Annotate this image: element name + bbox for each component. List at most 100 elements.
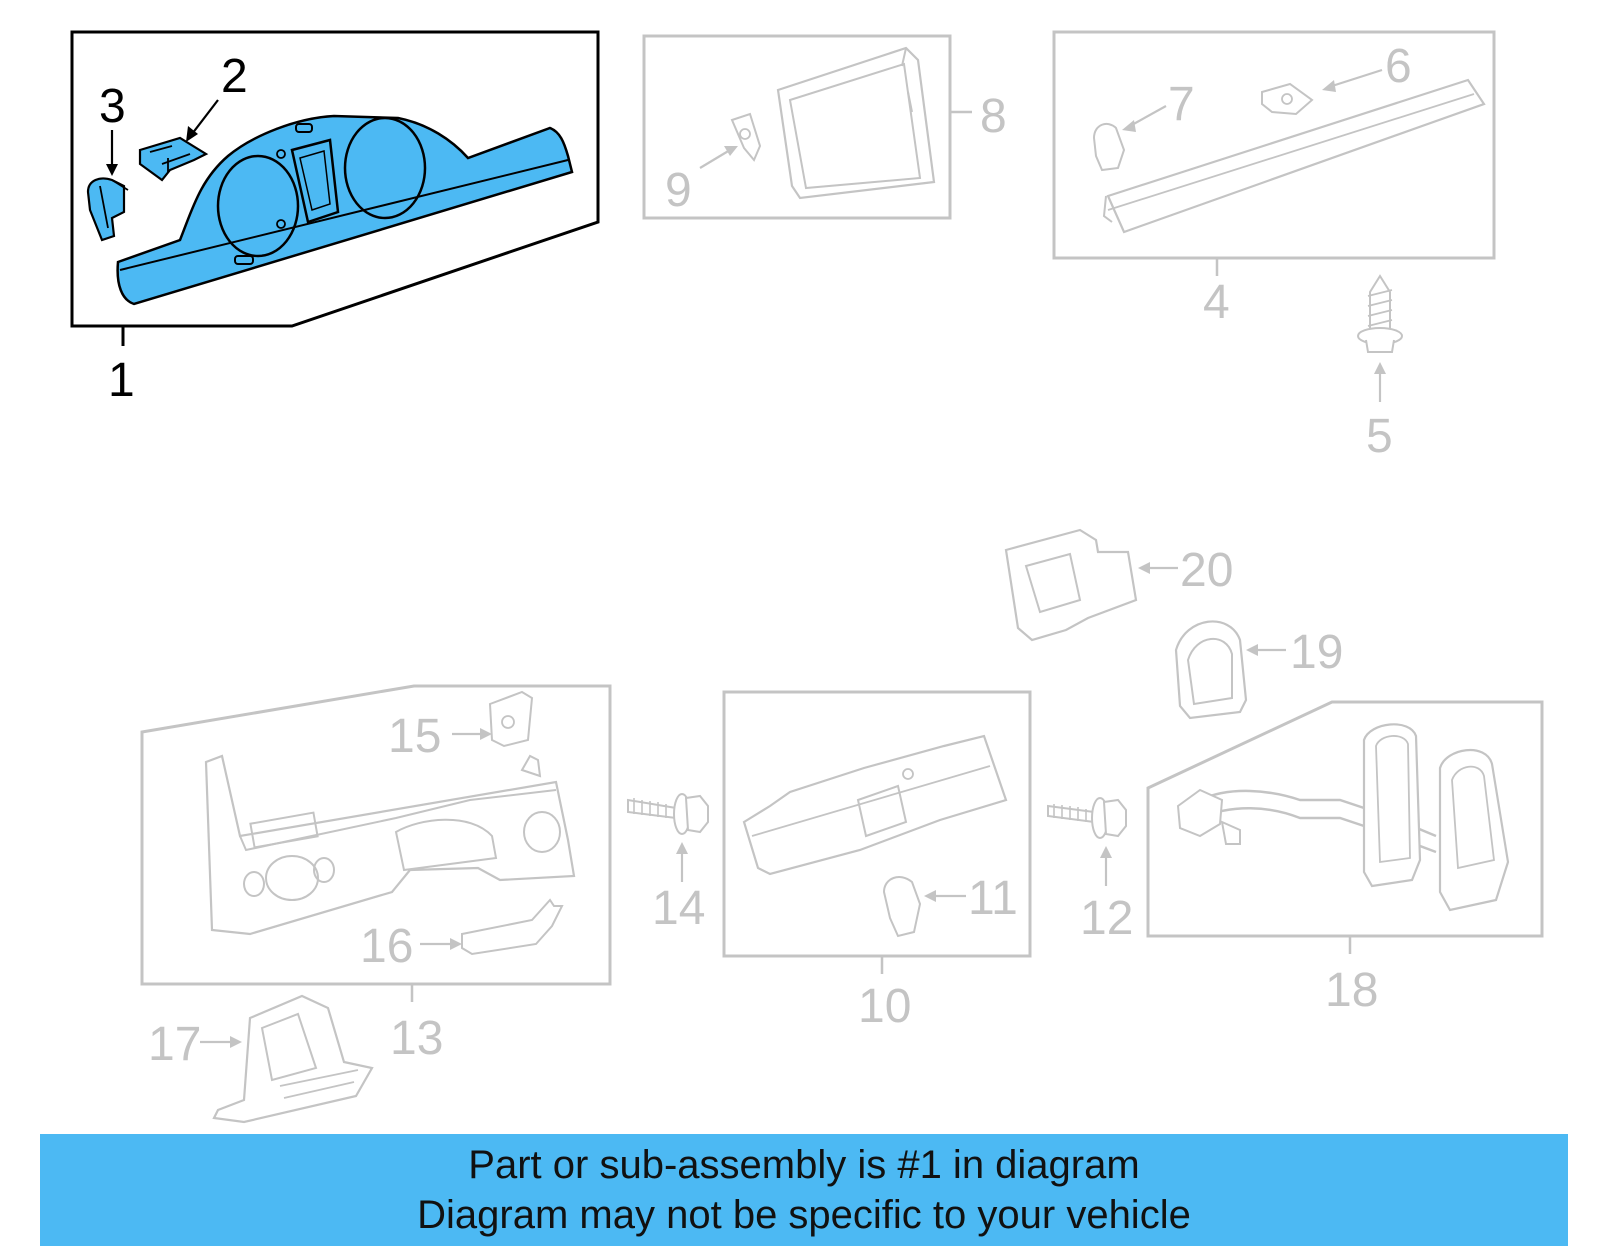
- callout-12: 12: [1080, 892, 1133, 945]
- callout-7: 7: [1168, 78, 1195, 131]
- callout-16: 16: [360, 920, 413, 973]
- arrow-9: [699, 149, 731, 169]
- part-group-13[interactable]: 15 16 13: [140, 684, 612, 1065]
- part-12-bolt[interactable]: 12: [1047, 797, 1133, 945]
- callout-20: 20: [1180, 544, 1233, 597]
- part-group-18[interactable]: 18: [1146, 700, 1544, 1017]
- bottom-tab: [234, 255, 254, 265]
- release-handle-rear-inner: [1375, 735, 1411, 864]
- callout-4: 4: [1203, 276, 1230, 329]
- callout-19: 19: [1290, 626, 1343, 679]
- part-11-clip: [882, 876, 922, 938]
- callout-3: 3: [99, 80, 126, 133]
- callout-2: 2: [221, 50, 248, 103]
- gauge-opening-right: [343, 116, 427, 220]
- group-10-frame: [722, 690, 1032, 958]
- callout-18: 18: [1325, 964, 1378, 1017]
- bolt-14-head: [684, 794, 709, 834]
- module-hole: [902, 768, 914, 780]
- bezel-lower-lip: [119, 159, 569, 271]
- bolt-12-head: [1102, 798, 1127, 838]
- part-17-lip: [279, 1069, 359, 1099]
- clip-2-body: [138, 136, 209, 182]
- trim-strip-end: [1102, 195, 1113, 223]
- part-7-clip: [1092, 122, 1126, 172]
- arrow-7-head: [1122, 120, 1136, 132]
- bolt-12-shank: [1047, 804, 1095, 824]
- module-bracket: [742, 734, 1008, 876]
- part-6-nut: [1261, 82, 1314, 116]
- dash-vent-right: [523, 811, 561, 853]
- part-14-bolt[interactable]: 14: [627, 793, 709, 935]
- callout-8: 8: [980, 90, 1007, 143]
- part-17[interactable]: 17: [148, 994, 374, 1124]
- screw-5-thread-lines: [1367, 289, 1393, 327]
- arrow-11-head: [924, 890, 936, 902]
- display-bezel-inner: [788, 62, 922, 190]
- dash-vent-block: [249, 811, 319, 849]
- part-19-body: [1174, 620, 1248, 720]
- release-handle-front-inner: [1451, 765, 1495, 870]
- part-5-screw[interactable]: 5: [1357, 274, 1403, 463]
- mount-hole-left: [276, 149, 286, 159]
- part-group-1[interactable]: 2 3 1: [70, 30, 600, 407]
- arrow-15-head: [480, 728, 492, 740]
- bolt-12-thread: [1053, 804, 1087, 822]
- callout-13: 13: [390, 1012, 443, 1065]
- part-20[interactable]: 20: [1004, 528, 1233, 642]
- callout-6: 6: [1385, 40, 1412, 93]
- arrow-3-head: [106, 164, 118, 176]
- group-1-frame: [70, 30, 600, 328]
- arrow-12-head: [1100, 846, 1112, 858]
- part-16-strap: [461, 898, 564, 956]
- arrow-2: [191, 99, 219, 135]
- part-group-10[interactable]: 11 10: [722, 690, 1032, 1033]
- part-17-pocket: [260, 1012, 318, 1082]
- dash-panel-ridge: [239, 789, 557, 852]
- part-17-body: [212, 994, 374, 1124]
- callout-17: 17: [148, 1018, 201, 1071]
- trim-strip-edge: [1107, 93, 1475, 211]
- module-ridge: [751, 765, 991, 837]
- part-group-8[interactable]: 8 9: [642, 34, 1007, 220]
- arrow-19-head: [1246, 644, 1258, 656]
- part-15-hole: [501, 715, 515, 729]
- callout-15: 15: [388, 710, 441, 763]
- center-display-inner: [299, 150, 331, 211]
- part-3-clip[interactable]: 3: [86, 80, 129, 242]
- dash-switch-center: [265, 855, 319, 901]
- callout-10: 10: [858, 980, 911, 1033]
- clip-3-detail: [99, 179, 129, 229]
- part-2-clip[interactable]: 2: [138, 50, 248, 182]
- dash-switch-right: [313, 857, 335, 883]
- callout-1: 1: [108, 354, 135, 407]
- dash-top-clip: [520, 754, 542, 778]
- part-19[interactable]: 19: [1174, 620, 1343, 720]
- banner-line-2: Diagram may not be specific to your vehi…: [417, 1193, 1191, 1237]
- trim-strip: [1106, 78, 1486, 234]
- callout-14: 14: [652, 882, 705, 935]
- center-display-opening: [290, 138, 340, 224]
- part-20-body: [1004, 528, 1138, 642]
- part-15-bracket: [488, 690, 534, 748]
- part-20-inner: [1024, 552, 1082, 614]
- banner-line-1: Part or sub-assembly is #1 in diagram: [468, 1143, 1140, 1187]
- arrow-14-head: [676, 842, 688, 854]
- release-handle-rear: [1362, 723, 1422, 888]
- part-group-4[interactable]: 7 6 4: [1052, 30, 1496, 329]
- arrow-9-head: [724, 146, 738, 156]
- arrow-6-head: [1322, 80, 1336, 92]
- group-13-frame: [140, 684, 612, 986]
- handle-connector: [1176, 788, 1224, 838]
- display-bezel-outer: [776, 46, 936, 200]
- dash-panel-body: [204, 754, 576, 936]
- info-banner-background: [40, 1134, 1568, 1246]
- mount-hole-right: [276, 219, 286, 229]
- handle-cable: [1199, 789, 1437, 838]
- instrument-cluster-bezel[interactable]: [116, 114, 574, 306]
- bezel-body: [116, 114, 574, 306]
- clip-3-body: [86, 177, 126, 242]
- arrow-16-head: [450, 938, 462, 950]
- clip-2-detail: [149, 145, 191, 172]
